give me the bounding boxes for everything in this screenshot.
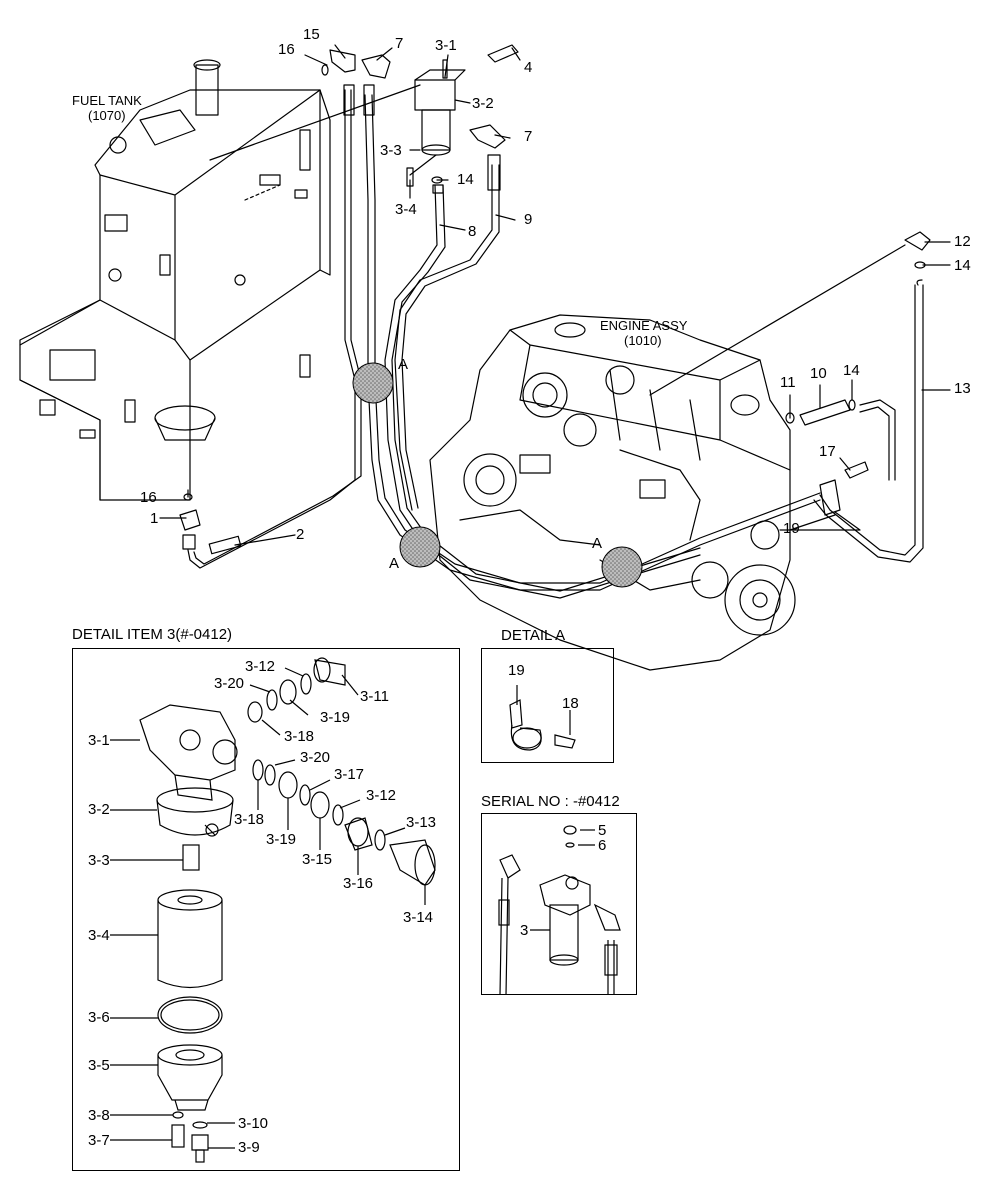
da-label-19: 19 xyxy=(508,662,525,679)
label-14-mid: 14 xyxy=(843,362,860,379)
serial-label-3: 3 xyxy=(520,922,529,939)
label-15: 15 xyxy=(303,26,320,43)
d3-label-3-16: 3-16 xyxy=(343,875,374,892)
label-2: 2 xyxy=(296,526,305,543)
d3-label-3-19-mid: 3-19 xyxy=(266,831,297,848)
fuel-tank-code: (1070) xyxy=(88,108,126,123)
label-17: 17 xyxy=(819,443,836,460)
label-8: 8 xyxy=(468,223,477,240)
label-16-top: 16 xyxy=(278,41,295,58)
detail-a-drawing xyxy=(509,685,576,751)
d3-label-3-12-mid: 3-12 xyxy=(366,787,397,804)
da-label-18: 18 xyxy=(562,695,579,712)
d3-label-3-15: 3-15 xyxy=(302,851,333,868)
detail-a-title: DETAIL A xyxy=(501,627,566,644)
d3-label-3-20-mid: 3-20 xyxy=(300,749,331,766)
label-3-3: 3-3 xyxy=(380,142,402,159)
d3-label-3-18-mid: 3-18 xyxy=(234,811,265,828)
d3-label-3-9: 3-9 xyxy=(238,1139,260,1156)
label-3-1: 3-1 xyxy=(435,37,457,54)
d3-label-3-7: 3-7 xyxy=(88,1132,110,1149)
filter-assembly-top xyxy=(321,44,519,194)
d3-label-3-20-top: 3-20 xyxy=(214,675,245,692)
label-1: 1 xyxy=(150,510,159,527)
engine-code: (1010) xyxy=(624,333,662,348)
label-10: 10 xyxy=(810,365,827,382)
d3-label-3-19-top: 3-19 xyxy=(320,709,351,726)
label-16-bottom: 16 xyxy=(140,489,157,506)
d3-label-3-17: 3-17 xyxy=(334,766,365,783)
label-19: 19 xyxy=(783,520,800,537)
fuel-tank-title: FUEL TANK xyxy=(72,93,142,108)
label-4: 4 xyxy=(524,59,533,76)
label-3-2: 3-2 xyxy=(472,95,494,112)
d3-label-3-1: 3-1 xyxy=(88,732,110,749)
d3-label-3-2: 3-2 xyxy=(88,801,110,818)
d3-label-3-5: 3-5 xyxy=(88,1057,110,1074)
d3-label-3-3: 3-3 xyxy=(88,852,110,869)
serial-label-6: 6 xyxy=(598,837,607,854)
serial-drawing xyxy=(498,825,621,996)
detail-item3-box xyxy=(72,648,460,1171)
label-7-right: 7 xyxy=(524,128,533,145)
label-14-top: 14 xyxy=(457,171,474,188)
d3-label-3-4: 3-4 xyxy=(88,927,110,944)
d3-label-3-18-top: 3-18 xyxy=(284,728,315,745)
engine-drawing xyxy=(429,314,796,671)
label-a-2: A xyxy=(389,555,400,572)
d3-label-3-11: 3-11 xyxy=(360,688,389,705)
fuel-tank-drawing xyxy=(19,59,331,501)
detail-a-markers xyxy=(352,362,643,588)
serial-label-5: 5 xyxy=(598,822,607,839)
detail-a-box xyxy=(481,648,614,763)
label-a-3: A xyxy=(592,535,603,552)
d3-label-3-10: 3-10 xyxy=(238,1115,269,1132)
detail-item3-title: DETAIL ITEM 3(#-0412) xyxy=(72,626,233,643)
d3-label-3-6: 3-6 xyxy=(88,1009,110,1026)
d3-label-3-8: 3-8 xyxy=(88,1107,110,1124)
serial-title: SERIAL NO : -#0412 xyxy=(481,793,620,810)
d3-label-3-12-top: 3-12 xyxy=(245,658,276,675)
label-14-right: 14 xyxy=(954,257,971,274)
d3-label-3-13: 3-13 xyxy=(406,814,437,831)
label-7-top: 7 xyxy=(395,35,404,52)
label-11: 11 xyxy=(780,374,796,391)
label-9: 9 xyxy=(524,211,533,228)
label-12: 12 xyxy=(954,233,971,250)
engine-title: ENGINE ASSY xyxy=(600,318,688,333)
label-13: 13 xyxy=(954,380,971,397)
d3-label-3-14: 3-14 xyxy=(403,909,434,926)
label-3-4: 3-4 xyxy=(395,201,417,218)
label-a-1: A xyxy=(398,356,409,373)
detail-item3-drawing xyxy=(110,657,436,1163)
serial-box xyxy=(481,813,637,995)
